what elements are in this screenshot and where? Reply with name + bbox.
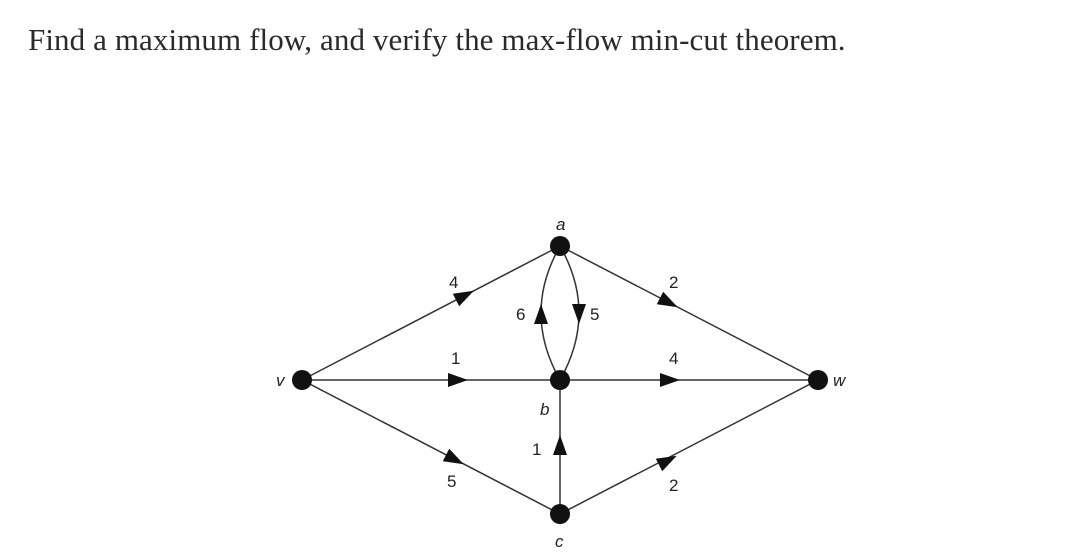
arrow-cb — [553, 435, 567, 455]
node-a — [550, 236, 570, 256]
capacity-vb: 1 — [451, 349, 460, 368]
capacity-va: 4 — [449, 273, 458, 292]
node-label-v: v — [276, 371, 286, 390]
arrow-vc — [442, 448, 464, 465]
capacity-ba: 6 — [516, 305, 525, 324]
arrow-cw — [655, 455, 677, 472]
node-b — [550, 370, 570, 390]
capacity-cw: 2 — [669, 476, 678, 495]
edge-aw — [559, 245, 819, 381]
capacity-cb: 1 — [532, 440, 541, 459]
question-text: Find a maximum flow, and verify the max-… — [28, 22, 846, 57]
arrow-bw — [660, 373, 680, 387]
arrow-va — [452, 290, 474, 307]
arrow-ba — [534, 304, 548, 324]
capacity-bw: 4 — [669, 349, 678, 368]
capacity-vc: 5 — [447, 472, 456, 491]
arrow-aw — [656, 291, 678, 308]
edge-vc — [301, 379, 561, 515]
node-label-w: w — [833, 371, 847, 390]
node-label-b: b — [540, 400, 549, 419]
node-c — [550, 504, 570, 524]
capacity-aw: 2 — [669, 273, 678, 292]
node-label-c: c — [555, 532, 564, 551]
arrow-ab — [572, 304, 586, 324]
node-label-a: a — [556, 215, 565, 234]
edge-cw — [559, 379, 819, 515]
capacity-ab: 5 — [590, 305, 599, 324]
node-w — [808, 370, 828, 390]
edge-va — [301, 245, 561, 381]
node-v — [292, 370, 312, 390]
arrow-vb — [448, 373, 468, 387]
